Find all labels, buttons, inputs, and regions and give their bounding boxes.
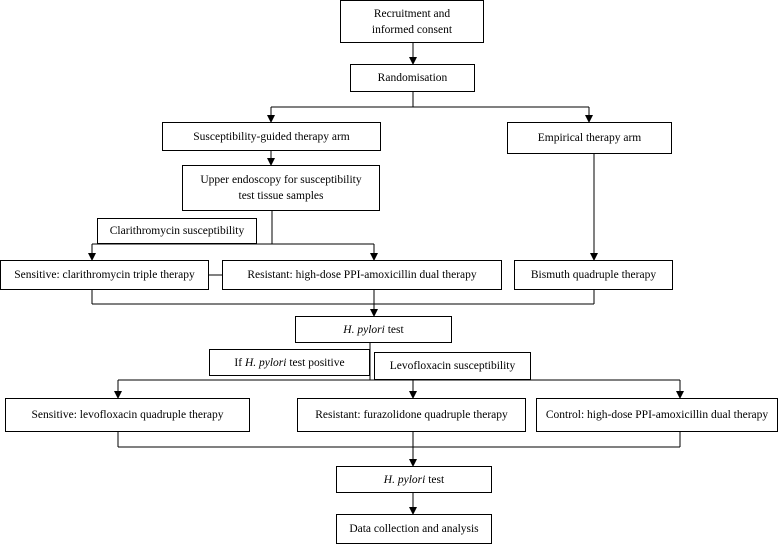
levofloxacin-susceptibility-label: Levofloxacin susceptibility: [389, 360, 516, 372]
hp-test-2-rest: test: [425, 473, 445, 486]
recruitment-line-1: Recruitment and: [373, 7, 451, 20]
if-positive-rest: test positive: [286, 356, 345, 369]
bismuth-quadruple-box: Bismuth quadruple therapy: [514, 260, 673, 290]
hp-test-1-rest: test: [384, 323, 404, 336]
randomisation-label: Randomisation: [377, 72, 448, 84]
recruitment-line-2: informed consent: [371, 23, 453, 36]
resistant-furazolidone-box: Resistant: furazolidone quadruple therap…: [297, 398, 526, 432]
data-collection-box: Data collection and analysis: [336, 514, 492, 544]
sensitive-levofloxacin-label: Sensitive: levofloxacin quadruple therap…: [31, 409, 224, 421]
susceptibility-arm-label: Susceptibility-guided therapy arm: [193, 130, 350, 143]
control-high-dose-box: Control: high-dose PPI-amoxicillin dual …: [536, 398, 778, 432]
sensitive-levofloxacin-box: Sensitive: levofloxacin quadruple therap…: [5, 398, 250, 432]
if-positive-italic: H. pylori: [244, 356, 287, 369]
clarithromycin-susceptibility-box: Clarithromycin susceptibility: [97, 218, 257, 244]
sensitive-clarithromycin-box: Sensitive: clarithromycin triple therapy: [0, 260, 209, 290]
endoscopy-line-2: test tissue samples: [238, 190, 324, 202]
resistant-high-dose-box: Resistant: high-dose PPI-amoxicillin dua…: [222, 260, 502, 290]
hp-test-1-label: H. pylori test: [343, 322, 403, 338]
empirical-arm-box: Empirical therapy arm: [507, 122, 672, 154]
endoscopy-line-1: Upper endoscopy for susceptibility: [200, 174, 362, 186]
resistant-high-dose-label: Resistant: high-dose PPI-amoxicillin dua…: [247, 269, 477, 281]
hp-test-2-box: H. pylori test: [336, 466, 492, 493]
susceptibility-arm-box: Susceptibility-guided therapy arm: [162, 122, 381, 151]
levofloxacin-susceptibility-box: Levofloxacin susceptibility: [374, 352, 531, 380]
hp-test-2-label: H. pylori test: [384, 472, 444, 488]
recruitment-box: Recruitment and informed consent: [340, 0, 484, 43]
control-high-dose-label: Control: high-dose PPI-amoxicillin dual …: [545, 409, 769, 421]
sensitive-clarithromycin-label: Sensitive: clarithromycin triple therapy: [14, 269, 195, 281]
bismuth-quadruple-label: Bismuth quadruple therapy: [530, 269, 657, 281]
resistant-furazolidone-label: Resistant: furazolidone quadruple therap…: [315, 409, 508, 421]
empirical-arm-label: Empirical therapy arm: [537, 132, 642, 144]
if-positive-box: If H. pylori test positive: [209, 349, 370, 376]
randomisation-box: Randomisation: [350, 64, 475, 92]
clarithromycin-susceptibility-label: Clarithromycin susceptibility: [109, 225, 245, 237]
hp-test-1-italic: H. pylori: [343, 323, 385, 336]
if-positive-prefix: If: [234, 356, 245, 369]
if-positive-label: If H. pylori test positive: [234, 355, 344, 371]
hp-test-1-box: H. pylori test: [295, 316, 452, 343]
data-collection-label: Data collection and analysis: [349, 523, 479, 535]
endoscopy-box: Upper endoscopy for susceptibility test …: [182, 165, 380, 211]
hp-test-2-italic: H. pylori: [383, 473, 426, 486]
